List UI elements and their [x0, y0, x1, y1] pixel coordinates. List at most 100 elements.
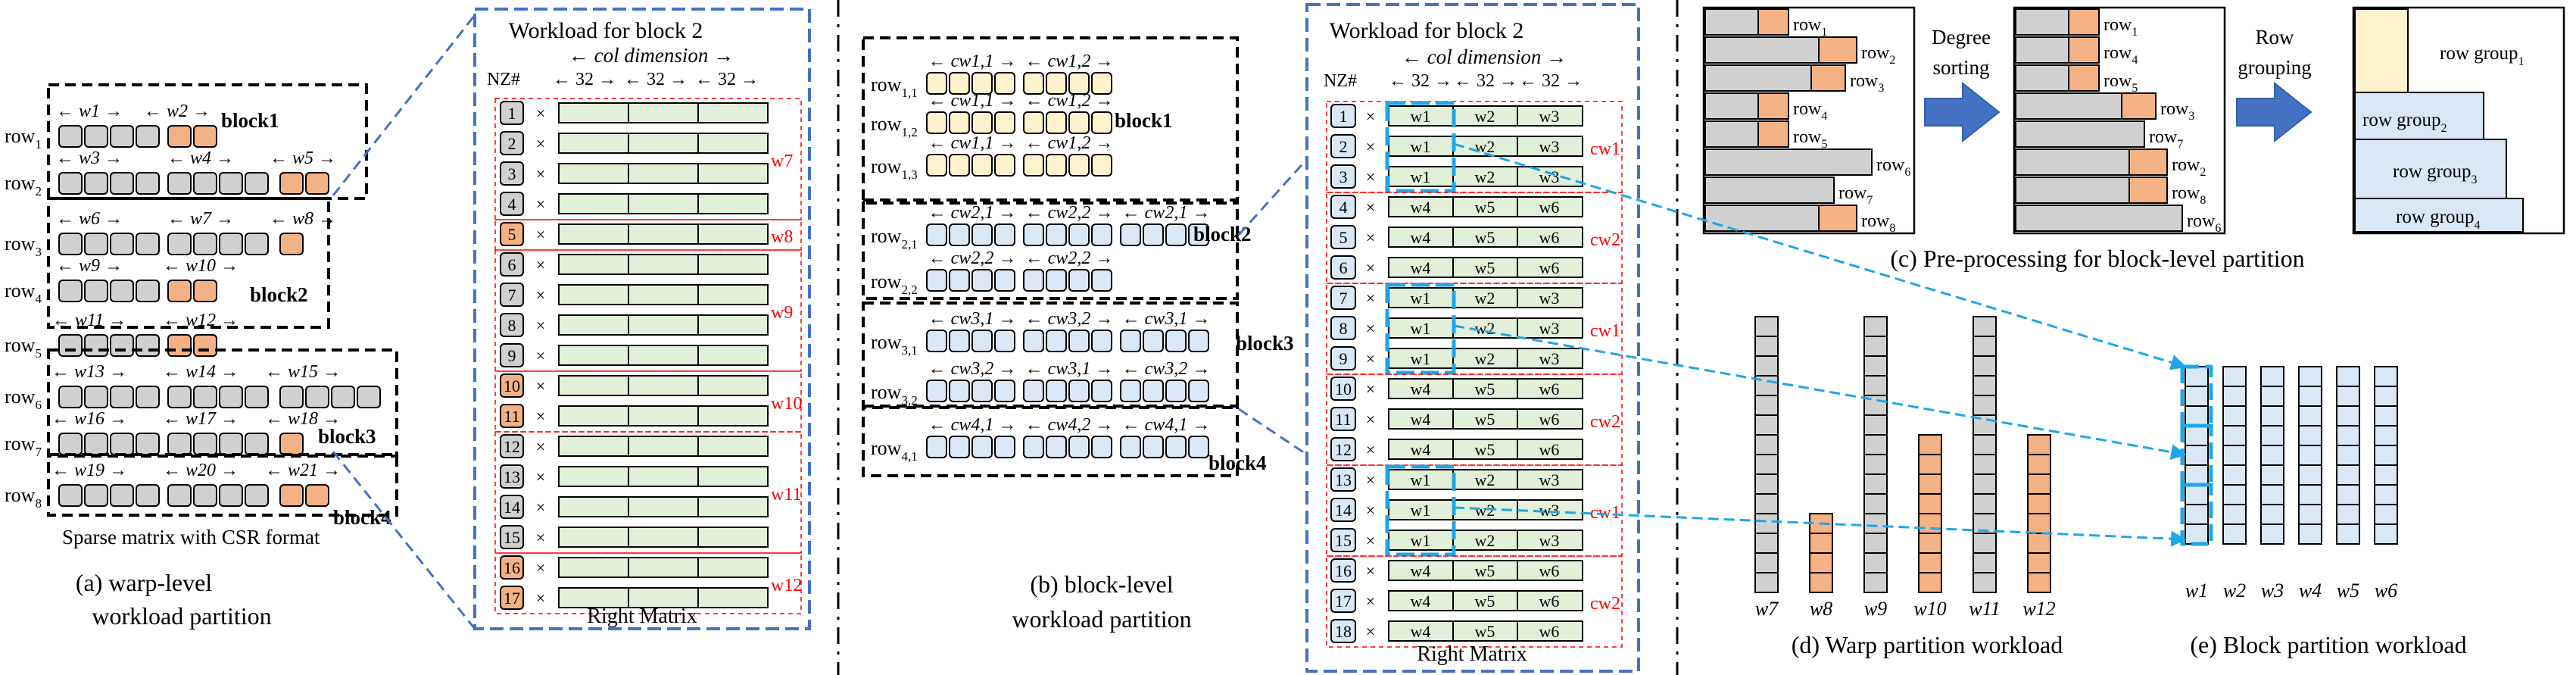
- row-group-label: row group4: [2396, 207, 2480, 232]
- block-bar-cell: [2336, 425, 2360, 446]
- block-bar-cell: [2374, 445, 2398, 466]
- times-sign: ×: [1366, 561, 1375, 580]
- nz-cell: [1068, 269, 1090, 292]
- warp-bar-cell: [2027, 533, 2051, 554]
- cw-label: ← cw2,1 →: [1122, 203, 1211, 223]
- times-sign: ×: [536, 407, 545, 426]
- times-sign: ×: [1366, 622, 1375, 641]
- warp-bar-cell: [1754, 572, 1779, 593]
- nz-cell: [926, 154, 947, 177]
- warp-bar-cell: [1973, 336, 1997, 357]
- block-bar-label: w4: [2299, 580, 2322, 602]
- nz-index-text: 2: [1339, 137, 1348, 156]
- row-label: row1: [2104, 15, 2138, 39]
- degree-bar: [2015, 120, 2145, 148]
- block-bar-cell: [2185, 425, 2209, 446]
- times-sign: ×: [1366, 258, 1375, 277]
- warp-label: ← w7 →: [167, 209, 234, 229]
- nz-cell: [949, 436, 970, 458]
- nz-cell: [1091, 72, 1112, 95]
- right-matrix-cell: w3: [1539, 531, 1560, 550]
- block-bar-cell: [2260, 386, 2284, 407]
- panel-d-caption: (d) Warp partition workload: [1792, 631, 2063, 658]
- row-label: row3,2: [871, 381, 918, 408]
- right-matrix-cell: w1: [1411, 319, 1431, 338]
- mapping-arrow: [1453, 142, 2188, 370]
- nz-cell: [1143, 380, 1164, 402]
- right-matrix-row: [558, 587, 769, 608]
- times-sign: ×: [536, 134, 545, 153]
- nz-cell: [110, 484, 134, 507]
- cw-label: ← cw2,1 →: [928, 203, 1017, 223]
- block-bar-cell: [2260, 405, 2284, 427]
- degree-bar: [1704, 120, 1759, 148]
- row-label: row5: [2104, 71, 2138, 95]
- workload-title: Workload for block 2: [1330, 18, 1524, 43]
- w1-group-highlight: [2180, 483, 2213, 546]
- right-matrix-cell: w1: [1411, 501, 1431, 520]
- warp-label: ← w13 →: [51, 362, 127, 382]
- nz-cell: [1143, 223, 1164, 246]
- block-box: [862, 302, 1239, 409]
- col-size-label: ← 32 →: [1519, 71, 1583, 91]
- degree-bar-tail: [1757, 120, 1789, 148]
- nz-cell: [926, 269, 947, 292]
- row-label: row4: [1793, 99, 1827, 123]
- nz-cell: [58, 172, 83, 195]
- degree-bar: [1704, 148, 1873, 176]
- nz-index-text: 12: [1335, 440, 1352, 459]
- cw-label: ← cw1,1 →: [928, 52, 1017, 71]
- nz-cell: [305, 484, 329, 507]
- degree-bar-tail: [2068, 36, 2100, 64]
- connector-line: [1238, 408, 1308, 456]
- right-matrix-cell: w5: [1475, 258, 1495, 277]
- row-label: row5: [1793, 127, 1827, 151]
- panel-b-block-level: row1,1← cw1,1 →← cw1,2 →row1,2← cw1,1 →←…: [862, 36, 1308, 477]
- block-bar-cell: [2374, 523, 2398, 545]
- degree-bar: [2015, 92, 2122, 120]
- times-sign: ×: [536, 528, 545, 547]
- nz-index-cell: [1330, 195, 1356, 219]
- right-matrix-cell: w2: [1475, 167, 1495, 186]
- nz-index-text: 13: [504, 467, 520, 486]
- nz-cell: [193, 334, 217, 357]
- right-matrix-row: [1388, 196, 1583, 217]
- right-matrix-cell: w1: [1411, 107, 1431, 126]
- warp-bar-cell: [1809, 552, 1833, 573]
- cw-group-box: [1326, 192, 1623, 284]
- nz-cell: [331, 386, 355, 408]
- nz-index-cell: [1330, 437, 1356, 461]
- nz-cell: [245, 433, 269, 455]
- block-bar-cell: [2185, 366, 2209, 387]
- col-size-label: ← 32 →: [1454, 71, 1517, 91]
- block-bar-cell: [2336, 366, 2360, 387]
- panel-b-caption-line2: workload partition: [1012, 605, 1191, 633]
- nz-cell: [1023, 154, 1044, 177]
- block-bar-cell: [2185, 445, 2209, 466]
- block-bar-cell: [2222, 425, 2247, 446]
- workload-frame: [473, 8, 811, 630]
- right-matrix-cell: w6: [1539, 561, 1560, 580]
- nz-index-cell: [500, 161, 524, 186]
- right-matrix-row: [1388, 620, 1583, 642]
- nz-cell: [994, 436, 1015, 458]
- right-matrix-cell: w6: [1539, 258, 1560, 277]
- nz-index-text: 17: [504, 589, 520, 608]
- nz-cell: [1165, 223, 1187, 246]
- nz-cell: [971, 154, 993, 177]
- cw-label: ← cw4,2 →: [1025, 415, 1114, 435]
- nz-cell: [305, 386, 329, 408]
- col-dimension-label: ← col dimension →: [1402, 45, 1567, 68]
- times-sign: ×: [1366, 107, 1375, 126]
- nz-cell: [1091, 330, 1112, 352]
- degree-bar-tail: [2128, 177, 2168, 204]
- panel-a-caption-line1: (a) warp-level: [76, 569, 212, 596]
- nz-index-text: 2: [508, 134, 516, 153]
- block-bar-cell: [2374, 464, 2398, 486]
- col-size-label: ← 32 →: [1389, 71, 1452, 91]
- block-box: [862, 405, 1239, 477]
- block-label: block2: [250, 283, 308, 306]
- warp-bar-cell: [1918, 513, 1942, 534]
- cw-label: ← cw2,2 →: [1025, 248, 1114, 268]
- block-bar-cell: [2336, 523, 2360, 545]
